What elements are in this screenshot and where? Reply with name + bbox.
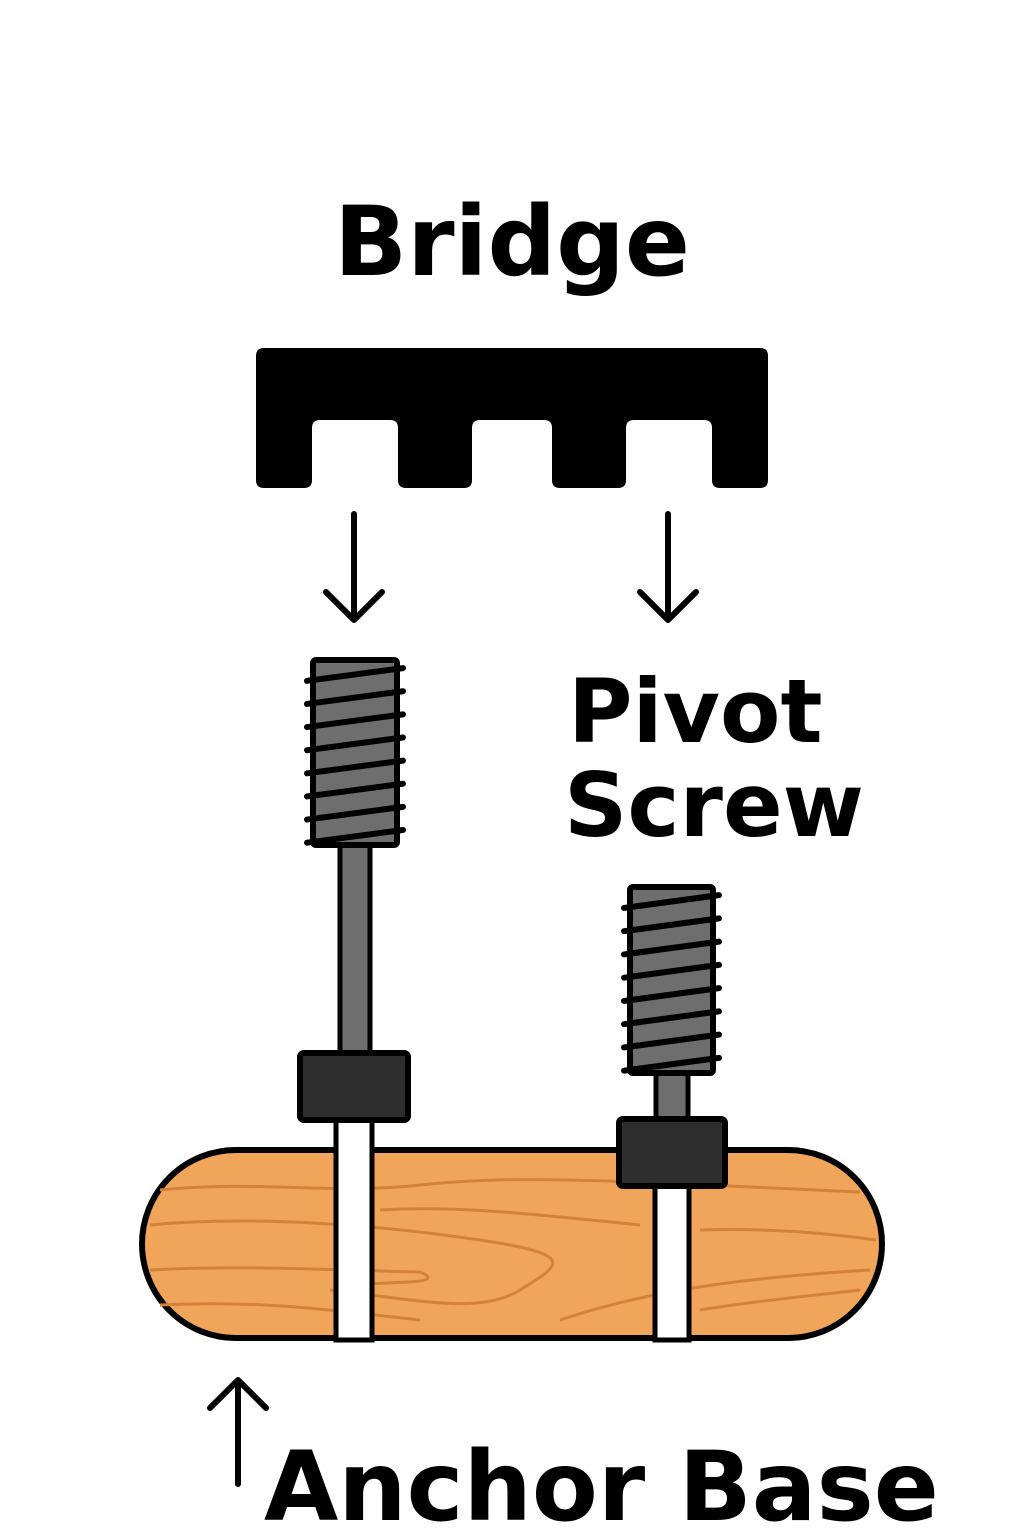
screw-thread-line xyxy=(621,985,722,1004)
screw-thread-body xyxy=(310,657,400,848)
screw-thread-line xyxy=(304,826,406,846)
screw-thread-line xyxy=(304,734,406,754)
screw-thread-line xyxy=(304,665,406,684)
screw-thread-line xyxy=(304,688,406,707)
screw-thread-body xyxy=(627,884,716,1076)
screw-thread-line xyxy=(304,780,406,800)
screw-shaft xyxy=(653,1070,691,1123)
screw-nut xyxy=(616,1116,728,1189)
anchor-base xyxy=(139,1117,885,1343)
screw-thread-line xyxy=(304,803,406,823)
screw-nut xyxy=(297,1050,411,1123)
pivot-screw-right xyxy=(616,884,728,1189)
screw-thread-line xyxy=(304,711,406,731)
pivot-screw-label-line1: Pivot xyxy=(568,660,823,763)
down-arrow-icon-left xyxy=(323,511,385,623)
down-arrow-icon-right xyxy=(637,511,699,623)
screw-thread-line xyxy=(621,1054,722,1074)
slot-right xyxy=(652,1182,692,1343)
pivot-screw-left xyxy=(297,657,411,1123)
anchor-base-label: Anchor Base xyxy=(264,1431,939,1536)
slot-left xyxy=(333,1117,375,1343)
up-arrow-icon xyxy=(207,1377,269,1487)
bridge-shape xyxy=(256,348,768,488)
screw-thread-line xyxy=(621,1008,722,1028)
bridge-label: Bridge xyxy=(334,186,690,298)
screw-thread-line xyxy=(621,961,722,981)
screw-thread-line xyxy=(621,892,722,911)
screw-shaft xyxy=(337,842,373,1059)
screw-thread-line xyxy=(621,1031,722,1051)
screw-thread-line xyxy=(621,938,722,958)
pivot-screw-label-line2: Screw xyxy=(564,754,864,857)
screw-thread-line xyxy=(621,915,722,935)
screw-thread-line xyxy=(304,757,406,777)
